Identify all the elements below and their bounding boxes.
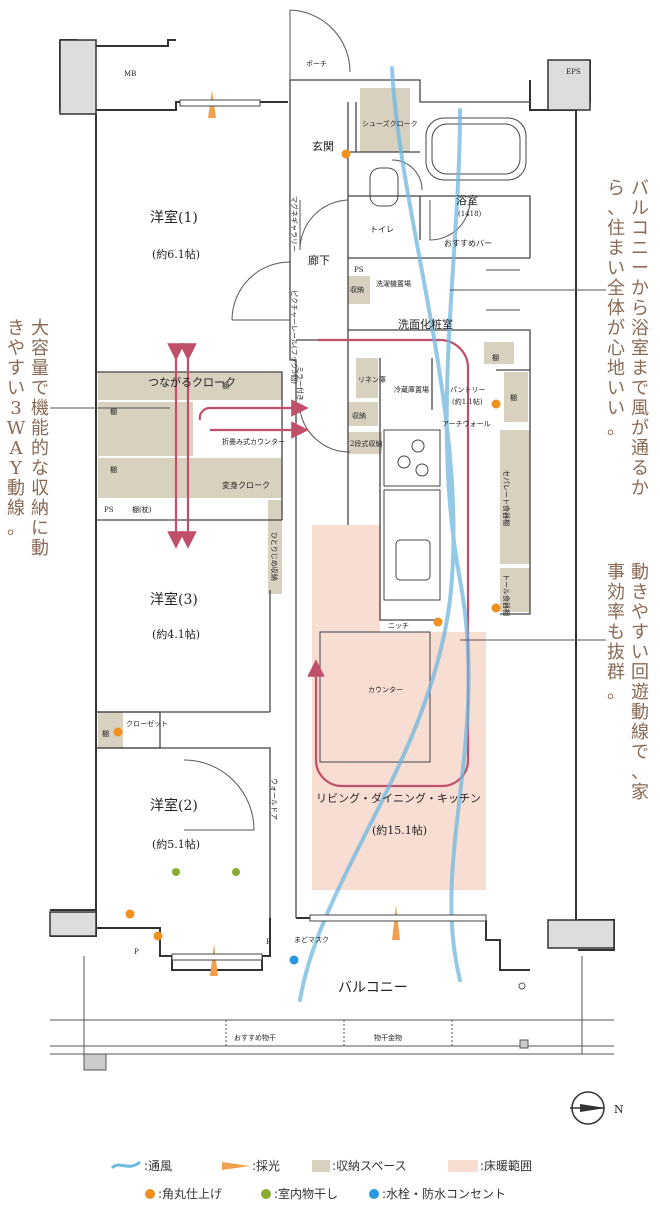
shelf-label-bottom: 棚 [110,465,117,474]
indoor-drying-markers [172,868,240,876]
rounded-corner-markers [113,149,501,941]
arch-wall-label: アーチウォール [442,420,491,428]
entrance-label: 玄関 [312,139,334,153]
legend-rounded-icon [145,1189,155,1199]
hitorijime-label: ひとりじめ収納 [270,532,279,581]
closet-label: クローゼット [126,719,168,728]
legend: :通風 :採光 :収納スペース :床暖範囲 :角丸仕上げ :室内物干し :水栓・… [110,1158,532,1201]
p-label-1: P [134,948,139,956]
legend-storage: :収納スペース [332,1159,407,1173]
storage-label-1: 収納 [350,285,364,294]
legend-daylight: :採光 [252,1159,280,1173]
columns [49,39,615,949]
closet-shelf-label: 棚 [102,729,109,738]
ldk-size-label: (約15.1帖) [372,823,427,837]
ldk-label: リビング・ダイニング・キッチン [316,791,481,805]
western2-size-label: (約5.1帖) [152,837,200,851]
p-label-2: P [266,938,271,946]
separate-shelf-label: セパレート食器棚 [502,470,511,526]
western1-label: 洋室(1) [150,209,198,226]
pantry-label: パントリー [450,386,485,394]
hall-label: 廊下 [308,253,330,267]
legend-faucet: :水栓・防水コンセント [382,1186,506,1201]
legend-faucet-icon [369,1189,379,1199]
connecting-cloak-label: つながるクローク [148,375,236,389]
legend-heating-swatch [448,1160,478,1172]
callout-right-bottom: 動きやすい回遊動線で、家事効率も抜群。 [607,562,649,803]
folding-counter-label: 折畳み式カウンター [222,437,285,446]
legend-drying-icon [261,1189,271,1199]
legend-floor-heating: :床暖範囲 [480,1158,532,1173]
legend-rounded: :角丸仕上げ [158,1187,222,1201]
bath-label: 浴室 [456,193,478,207]
callout-right-top: バルコニーから浴室まで風が通るから、住まい全体が心地いい。 [607,178,649,499]
osusume-hoshi-label: おすすめ物干 [234,1033,276,1042]
osusume-bar-label: おすすめバー [444,239,492,248]
dressing-cloak-label: 変身クローク [222,480,270,490]
ps-label-1: PS [354,266,364,274]
ps-label-2: PS [104,506,114,514]
western1-size-label: (約6.1帖) [152,247,200,261]
legend-light-icon [222,1162,250,1170]
windows [171,99,487,961]
balcony-railing [50,956,614,1071]
walldoor-label: ウォールドア [270,778,278,820]
two-tier-label: 2段式収納 [350,439,382,448]
western3-size-label: (約4.1帖) [152,627,200,641]
western3-label: 洋室(3) [150,591,198,608]
eps-label: EPS [566,68,581,76]
legend-wind-icon [110,1160,141,1170]
fixtures [319,117,527,763]
floor-heating-area [312,525,486,890]
bath-size-label: (1418) [458,210,482,218]
counter-label: カウンター [368,685,403,694]
shelf-label-left: 棚 [110,407,117,416]
ventilation-flows [298,66,471,1002]
tall-shelf-label: トール食器棚 [502,574,511,616]
mado-mask-label: まどマスク [294,936,329,944]
legend-indoor-drying: :室内物干し [274,1186,338,1201]
monohoshi-label: 物干金物 [374,1033,402,1042]
faucet-marker [289,955,299,965]
compass: N [570,1091,624,1125]
shelf-label-top: 棚 [222,381,229,390]
mb-label: MB [124,70,136,78]
mirror-label: ミラー付き [296,366,305,401]
pantry-size-label: (約1.1帖) [452,397,483,406]
niche-label: ニッチ [388,622,409,630]
compass-north-label: N [614,1103,624,1116]
porch-label: ポーチ [306,60,327,68]
picture-rail-label: ピクチャーレール(フック5個) [290,290,299,384]
washroom-label: 洗面化粧室 [398,317,453,331]
pantry-shelf-label: 棚 [510,393,517,402]
toilet-label: トイレ [370,225,394,234]
shoes-cloak-label: シューズクローク [362,119,418,128]
storage-spaces [98,88,530,748]
laundry-label: 洗濯機置場 [376,279,411,288]
shelf-pipe-label: 棚(枕) [132,505,152,514]
doors [183,9,471,831]
magnet-gallery-label: マグネギャラリー [290,196,299,252]
balcony-label: バルコニー [338,980,408,996]
fridge-label: 冷蔵庫置場 [394,385,429,394]
legend-storage-swatch [312,1160,330,1172]
interior-walls [96,79,531,918]
linen-label: リネン庫 [358,375,386,384]
western2-label: 洋室(2) [150,797,198,814]
callout-lines [50,289,606,641]
legend-ventilation: :通風 [144,1159,172,1173]
storage-label-2: 収納 [352,411,366,420]
washroom-shelf-label: 棚 [492,353,499,362]
